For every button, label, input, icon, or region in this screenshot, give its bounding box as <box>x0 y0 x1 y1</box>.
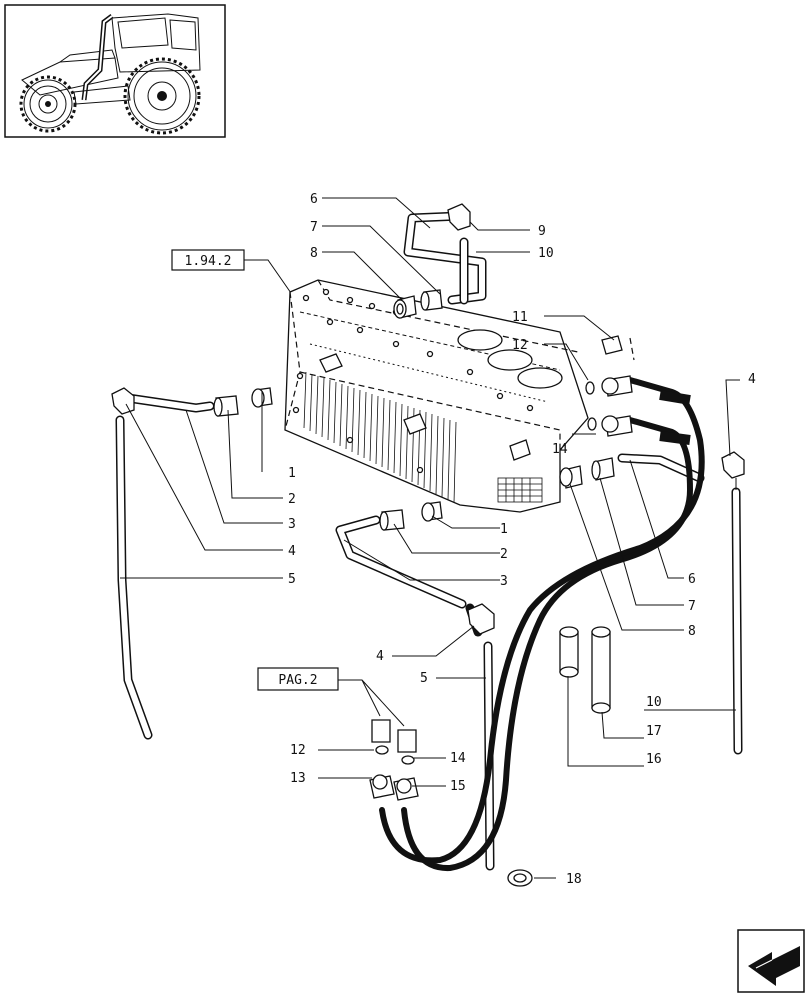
callout-3: 3 <box>288 517 296 532</box>
callout-7: 7 <box>310 220 318 235</box>
reference-label-1942: 1.94.2 <box>185 254 232 269</box>
middle-heater-pipe <box>335 501 495 871</box>
leader-lines <box>120 197 740 879</box>
callout-11: 11 <box>512 310 528 325</box>
callout-10: 10 <box>646 695 662 710</box>
callout-14: 14 <box>552 442 568 457</box>
left-heater-pipe <box>111 387 273 740</box>
callout-8: 8 <box>310 246 318 261</box>
sleeve-17 <box>591 626 611 714</box>
callout-4: 4 <box>376 649 384 664</box>
heater-hoses <box>369 335 705 872</box>
callout-2: 2 <box>500 547 508 562</box>
reference-box-pag2[interactable]: PAG.2 <box>257 667 405 727</box>
sleeves-7-8-upper <box>393 289 443 319</box>
callout-1: 1 <box>500 522 508 537</box>
reference-box-1942[interactable]: 1.94.2 <box>171 249 301 307</box>
callout-9: 9 <box>538 224 546 239</box>
elbow-fitting-9 <box>447 203 471 231</box>
callout-4: 4 <box>288 544 296 559</box>
heater-unit <box>284 279 589 513</box>
reference-label-pag2: PAG.2 <box>278 673 317 688</box>
callout-13: 13 <box>290 771 306 786</box>
callout-12: 12 <box>290 743 306 758</box>
tractor-thumbnail-icon <box>4 4 226 138</box>
next-page-arrow-icon[interactable] <box>737 929 805 993</box>
hose-clamp-18 <box>507 869 533 887</box>
callout-8: 8 <box>688 624 696 639</box>
callout-3: 3 <box>500 574 508 589</box>
callout-5: 5 <box>420 671 428 686</box>
callout-1: 1 <box>288 466 296 481</box>
callout-6: 6 <box>310 192 318 207</box>
callout-12: 12 <box>512 338 528 353</box>
callout-7: 7 <box>688 599 696 614</box>
callout-15: 15 <box>450 779 466 794</box>
callout-2: 2 <box>288 492 296 507</box>
callout-labels: 6 7 8 9 10 11 12 14 4 1 2 3 4 5 1 2 3 4 … <box>288 192 756 887</box>
callout-17: 17 <box>646 724 662 739</box>
callout-14: 14 <box>450 751 466 766</box>
upper-heater-pipe <box>403 211 487 305</box>
sleeve-16 <box>559 626 579 678</box>
callout-10: 10 <box>538 246 554 261</box>
callout-5: 5 <box>288 572 296 587</box>
radiator-fins <box>303 371 457 504</box>
callout-6: 6 <box>688 572 696 587</box>
callout-16: 16 <box>646 752 662 767</box>
callout-4: 4 <box>748 372 756 387</box>
callout-18: 18 <box>566 872 582 887</box>
